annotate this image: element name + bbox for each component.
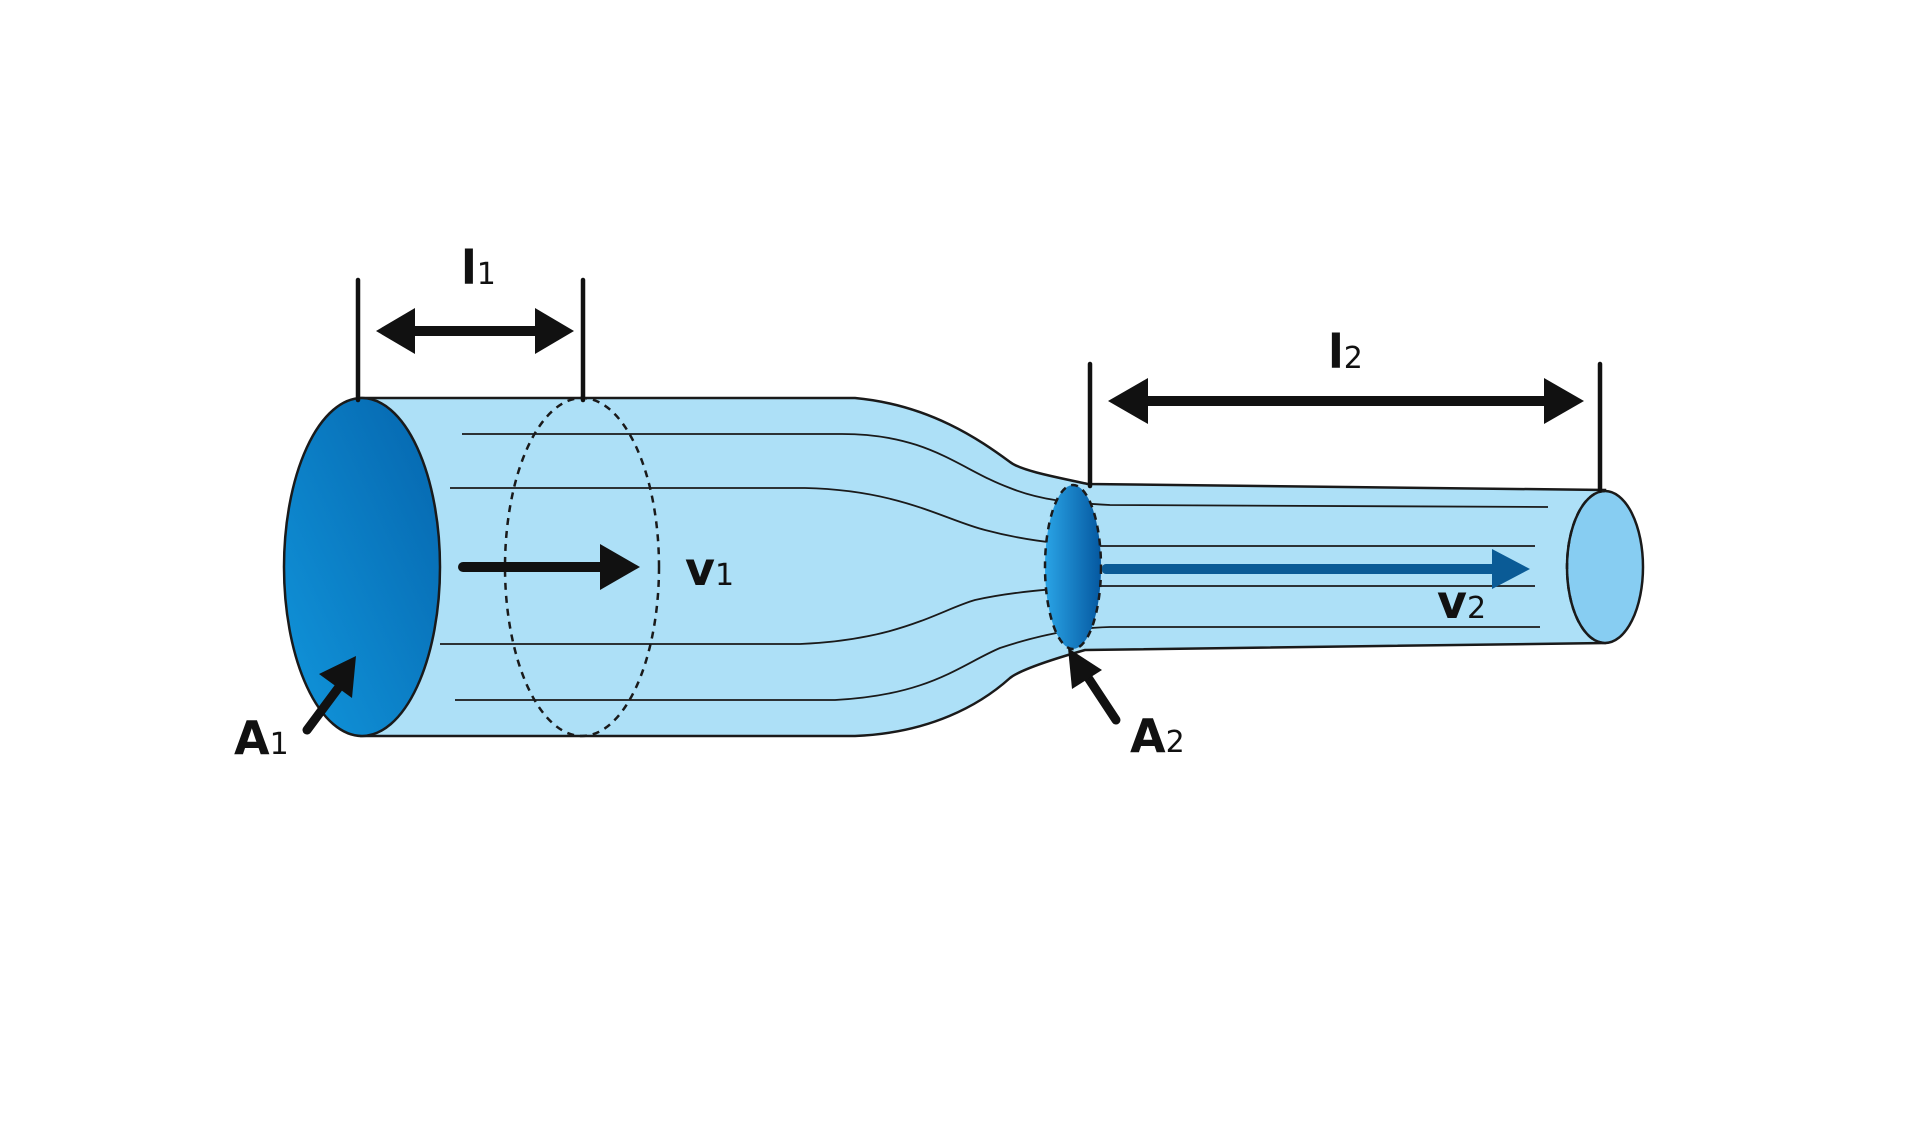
v1-arrow — [458, 544, 640, 590]
a2-pointer-arrow — [1068, 648, 1121, 725]
label-l2: l2 — [1328, 325, 1363, 379]
label-a2: A2 — [1130, 709, 1185, 763]
label-v2-sub: 2 — [1467, 591, 1486, 626]
l1-dimension-arrow — [376, 308, 574, 354]
a1-pointer-arrow — [302, 656, 356, 735]
a2-cross-section — [1043, 483, 1103, 651]
extension-lines — [355, 277, 1603, 493]
a1-cross-section — [282, 396, 442, 738]
label-a1-sub: 1 — [270, 727, 289, 762]
label-v1-sub: 1 — [715, 558, 734, 593]
label-v2-main: v — [1437, 575, 1467, 629]
l2-dimension-arrow — [1108, 378, 1584, 424]
label-v1-main: v — [685, 542, 715, 596]
label-a2-main: A — [1130, 709, 1166, 763]
label-l2-sub: 2 — [1344, 341, 1363, 376]
label-l2-main: l — [1328, 325, 1344, 379]
outlet-hidden-edge — [1565, 489, 1606, 645]
label-a1-main: A — [234, 711, 270, 765]
v2-arrow — [1102, 549, 1530, 589]
label-l1: l1 — [461, 241, 496, 295]
label-v1: v1 — [685, 542, 734, 596]
label-a2-sub: 2 — [1166, 725, 1185, 760]
label-l1-main: l — [461, 241, 477, 295]
label-l1-sub: 1 — [477, 257, 496, 292]
label-a1: A1 — [234, 711, 289, 765]
label-v2: v2 — [1437, 575, 1486, 629]
